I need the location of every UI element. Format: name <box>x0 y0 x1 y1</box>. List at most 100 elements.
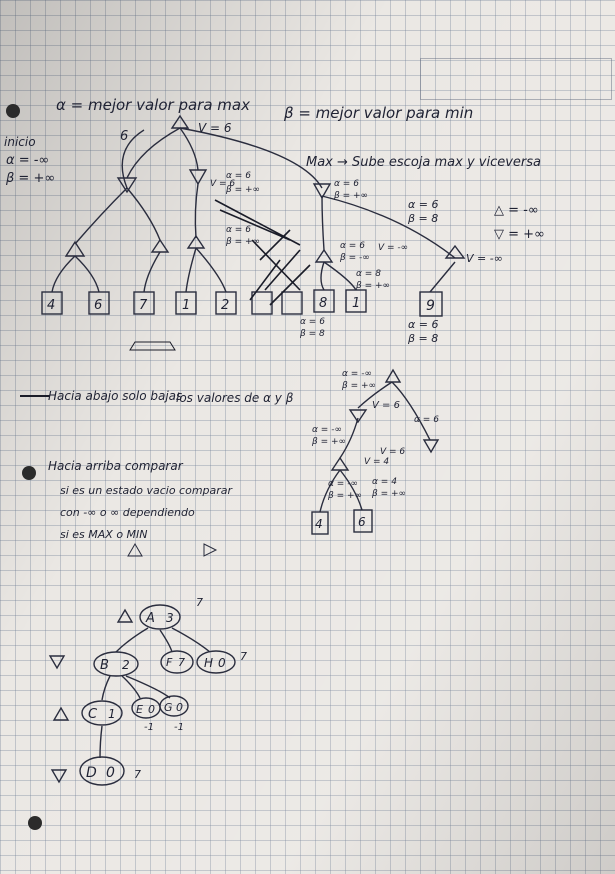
min-node-icon <box>348 409 368 424</box>
min-definition: ▽ = +∞ <box>494 227 545 242</box>
leaf-value: 1 <box>352 296 360 311</box>
max-min-note: Max → Sube escoja max y viceversa <box>306 155 541 170</box>
alpha-init: α = -∞ <box>6 153 49 168</box>
up-note-line1: Hacia arriba comparar <box>48 459 184 473</box>
node-beta: β = 8 <box>407 212 438 225</box>
node-beta: β = +∞ <box>311 437 346 447</box>
node-D-mark: 7 <box>134 768 141 781</box>
node-beta: β = +∞ <box>225 237 260 247</box>
node-A-label: A <box>145 611 155 626</box>
node-alpha: α = -∞ <box>312 425 342 435</box>
node-beta: β = -∞ <box>339 253 370 263</box>
leaf-value: 9 <box>426 298 435 314</box>
node-D-label: D <box>86 765 97 781</box>
node-value: V = 4 <box>364 457 389 467</box>
node-G-label: G <box>164 701 173 714</box>
max-node-icon <box>116 608 134 623</box>
child-value: -1 <box>144 722 154 733</box>
bottom-beta: β = 8 <box>407 332 438 345</box>
max-definition: △ = -∞ <box>494 203 539 218</box>
up-note-line2: si es un estado vacio comparar <box>60 484 234 497</box>
max-node-icon <box>170 114 190 129</box>
binder-hole <box>28 816 42 830</box>
node-alpha: α = 4 <box>372 477 397 487</box>
beta-definition: β = mejor valor para min <box>283 104 473 122</box>
max-node-icon <box>314 248 334 263</box>
node-E-label: E <box>136 703 143 716</box>
max-node-icon <box>127 543 143 557</box>
header-box <box>420 58 612 100</box>
leaf-value: 4 <box>315 517 323 531</box>
node-beta: β = +∞ <box>333 191 368 201</box>
node-C-label: C <box>88 707 98 722</box>
min-node-icon <box>50 769 68 784</box>
node-alpha: α = 6 <box>340 241 365 251</box>
leaf-value: 7 <box>139 298 148 313</box>
node-value: V = -∞ <box>378 243 408 253</box>
leaf-value: 2 <box>221 298 229 313</box>
node-beta: β = +∞ <box>355 281 390 291</box>
tree3-edges <box>99 627 211 759</box>
leaf-value: 4 <box>47 298 55 313</box>
bottom-alpha: α = 6 <box>408 318 438 331</box>
min-node-icon <box>203 543 218 557</box>
node-D-value: 0 <box>106 765 115 781</box>
node-H-mark: 7 <box>240 650 247 663</box>
node-H-value: 0 <box>218 656 226 670</box>
max-node-icon <box>150 238 170 253</box>
max-node-icon <box>330 456 350 471</box>
node-alpha: α = 6 <box>226 171 251 181</box>
node-alpha: α = 6 <box>334 179 359 189</box>
min-node-icon <box>188 169 208 186</box>
node-value: V = 6 <box>372 400 400 411</box>
binder-hole <box>22 466 36 480</box>
node-beta: β = +∞ <box>327 491 362 501</box>
node-E-value: 0 <box>148 703 155 716</box>
node-beta: β = 8 <box>299 329 325 339</box>
node-value: V = -∞ <box>466 252 503 265</box>
max-node-icon <box>64 240 86 257</box>
up-note-line4: si es MAX o MIN <box>60 528 148 541</box>
node-alpha: α = 6 <box>414 415 439 425</box>
node-F-label: F <box>166 656 173 669</box>
min-node-icon <box>312 183 332 200</box>
node-alpha: α = -∞ <box>328 479 358 489</box>
node-beta: β = +∞ <box>225 185 260 195</box>
node-value: V = 6 <box>380 447 405 457</box>
leaf-value: 1 <box>182 298 190 313</box>
beta-init: β = +∞ <box>5 171 55 186</box>
node-C-value: 1 <box>108 707 116 721</box>
tree1-edges <box>51 127 456 293</box>
node-value: V = 6 <box>210 179 235 189</box>
max-node-icon <box>384 368 402 383</box>
leaf-value: 6 <box>94 298 102 313</box>
min-node-icon <box>116 177 138 194</box>
node-alpha: α = 6 <box>300 317 325 327</box>
node-B-label: B <box>100 658 109 673</box>
pruned-scribble <box>214 199 311 306</box>
alpha-definition: α = mejor valor para max <box>56 96 250 114</box>
node-H-label: H <box>204 656 213 670</box>
root-value: V = 6 <box>198 121 232 135</box>
root-backed-value: 6 <box>120 129 128 144</box>
max-node-icon <box>52 706 70 721</box>
node-beta: β = +∞ <box>341 381 376 391</box>
node-alpha: α = 8 <box>356 269 381 279</box>
node-B-value: 2 <box>122 658 130 672</box>
node-G-value: 0 <box>176 701 183 714</box>
node-F-value: 7 <box>178 656 185 669</box>
binder-hole <box>6 104 20 118</box>
up-note-line3: con -∞ o ∞ dependiendo <box>60 506 195 519</box>
tree1-nodes <box>64 114 466 263</box>
node-alpha: α = 6 <box>408 198 438 211</box>
max-node-icon <box>186 234 206 249</box>
down-note-line2: los valores de α y β <box>176 391 294 405</box>
node-beta: β = +∞ <box>371 489 406 499</box>
node-alpha: α = -∞ <box>342 369 372 379</box>
min-node-icon <box>422 439 440 454</box>
down-note-line1: Hacia abajo solo bajas <box>48 389 182 403</box>
child-value: -1 <box>174 722 184 733</box>
max-node-icon <box>444 244 466 259</box>
